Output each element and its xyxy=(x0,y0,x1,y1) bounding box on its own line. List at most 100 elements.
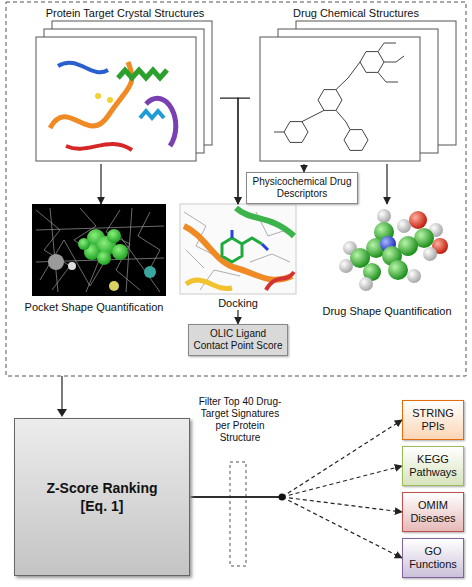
score-box: OLIC Ligand Contact Point Score xyxy=(188,324,288,356)
connector xyxy=(220,98,238,204)
node-text: Drug Chemical Structures xyxy=(250,7,462,20)
docking-image xyxy=(180,204,296,294)
dashed-connector xyxy=(282,420,402,497)
ring xyxy=(284,122,308,143)
protein-helix xyxy=(140,111,164,118)
image-stack: Drug Chemical Structures xyxy=(250,7,462,164)
carbon-atom xyxy=(388,260,408,280)
ring xyxy=(360,52,384,73)
ring xyxy=(318,90,342,111)
image-ground xyxy=(326,204,452,300)
node-text: Docking xyxy=(178,296,298,310)
image-ground xyxy=(180,204,296,294)
bond xyxy=(274,43,404,132)
pocket-blob xyxy=(107,229,121,243)
database-box: KEGG Pathways xyxy=(402,446,464,486)
node-text: Protein Target Crystal Structures xyxy=(30,7,220,20)
pocket-mesh xyxy=(36,208,164,292)
node-text: KEGG Pathways xyxy=(407,453,459,479)
drug-stack xyxy=(260,21,456,161)
filter-frame xyxy=(230,462,246,566)
docking-ribbon xyxy=(186,280,232,288)
image-stack: Protein Target Crystal Structures xyxy=(30,7,220,164)
dashed-connector xyxy=(282,497,402,558)
figure-panel: Docking xyxy=(178,204,298,310)
hydrogen-atom xyxy=(397,219,411,233)
figure-area xyxy=(312,204,462,304)
node-text: GO Functions xyxy=(407,545,459,571)
node-text: Drug Shape Quantification xyxy=(312,304,462,318)
protein-ribbon xyxy=(146,98,176,146)
connector xyxy=(190,497,402,558)
connector xyxy=(190,420,402,497)
connector xyxy=(238,310,239,324)
dashed-connector xyxy=(282,466,402,497)
frame-arrow xyxy=(57,376,67,417)
node-text: Z-Score Ranking [Eq. 1] xyxy=(37,479,167,515)
docking-ribbon xyxy=(266,272,294,290)
connector xyxy=(190,466,402,497)
docking-ribbon xyxy=(184,226,292,280)
pocket-blob xyxy=(112,244,128,260)
docking-ribbon xyxy=(236,208,294,236)
connector-line xyxy=(190,496,282,497)
atom xyxy=(107,97,113,103)
arrow-head xyxy=(57,409,67,417)
database-box: GO Functions xyxy=(402,538,464,578)
hub-dot xyxy=(279,494,286,501)
image-card xyxy=(260,37,420,161)
database-box: OMIM Diseases xyxy=(402,492,464,532)
image-card xyxy=(36,37,196,161)
protein-helix xyxy=(118,70,167,78)
hydrogen-atom xyxy=(359,277,373,291)
figure-area xyxy=(178,204,298,296)
drug-shape-image xyxy=(326,204,452,300)
ligand xyxy=(222,238,262,262)
figure-area xyxy=(16,204,172,300)
connector-line xyxy=(237,310,238,324)
image-ground xyxy=(32,204,166,296)
pocket-blob xyxy=(78,238,90,250)
pocket-image xyxy=(32,204,166,296)
hydrogen-atom xyxy=(377,209,391,223)
pocket-blob xyxy=(97,251,111,265)
ranking-box: Z-Score Ranking [Eq. 1] xyxy=(14,418,190,576)
ring xyxy=(344,130,368,151)
protein-ribbon xyxy=(50,62,132,128)
protein-stack xyxy=(36,21,212,161)
node-text: STRING PPIs xyxy=(407,407,459,433)
protein-ribbon xyxy=(66,144,132,150)
connector xyxy=(101,164,102,204)
connector-line xyxy=(386,164,387,204)
protein-ribbon xyxy=(58,63,108,73)
dashed-frame xyxy=(6,2,466,376)
node-text: OMIM Diseases xyxy=(407,499,459,525)
oxygen-atom xyxy=(409,211,427,229)
hydrogen-atom xyxy=(339,259,353,273)
connector xyxy=(304,164,305,172)
dashed-connector xyxy=(282,497,402,512)
node-text: Physicochemical Drug Descriptors xyxy=(251,176,353,200)
connector-line xyxy=(303,164,304,172)
connector-line xyxy=(100,164,101,204)
connector-line xyxy=(190,496,282,497)
molecule xyxy=(274,43,404,150)
connector-line xyxy=(190,496,282,497)
pocket-sphere xyxy=(68,262,76,270)
connector-line xyxy=(190,496,282,497)
ligand xyxy=(232,230,268,250)
arrow-line xyxy=(61,376,62,410)
pocket-sphere xyxy=(48,254,64,270)
database-box: STRING PPIs xyxy=(402,400,464,440)
filter-note: Filter Top 40 Drug-Target Signatures per… xyxy=(194,396,286,444)
pocket-sphere xyxy=(144,266,156,278)
pocket-sphere xyxy=(109,281,119,291)
hydrogen-atom xyxy=(407,269,421,283)
connector-line xyxy=(220,98,238,204)
atom xyxy=(95,93,101,99)
hydrogen-atom xyxy=(423,247,437,261)
figure-panel: Drug Shape Quantification xyxy=(312,204,462,318)
descriptor-box: Physicochemical Drug Descriptors xyxy=(246,172,358,204)
